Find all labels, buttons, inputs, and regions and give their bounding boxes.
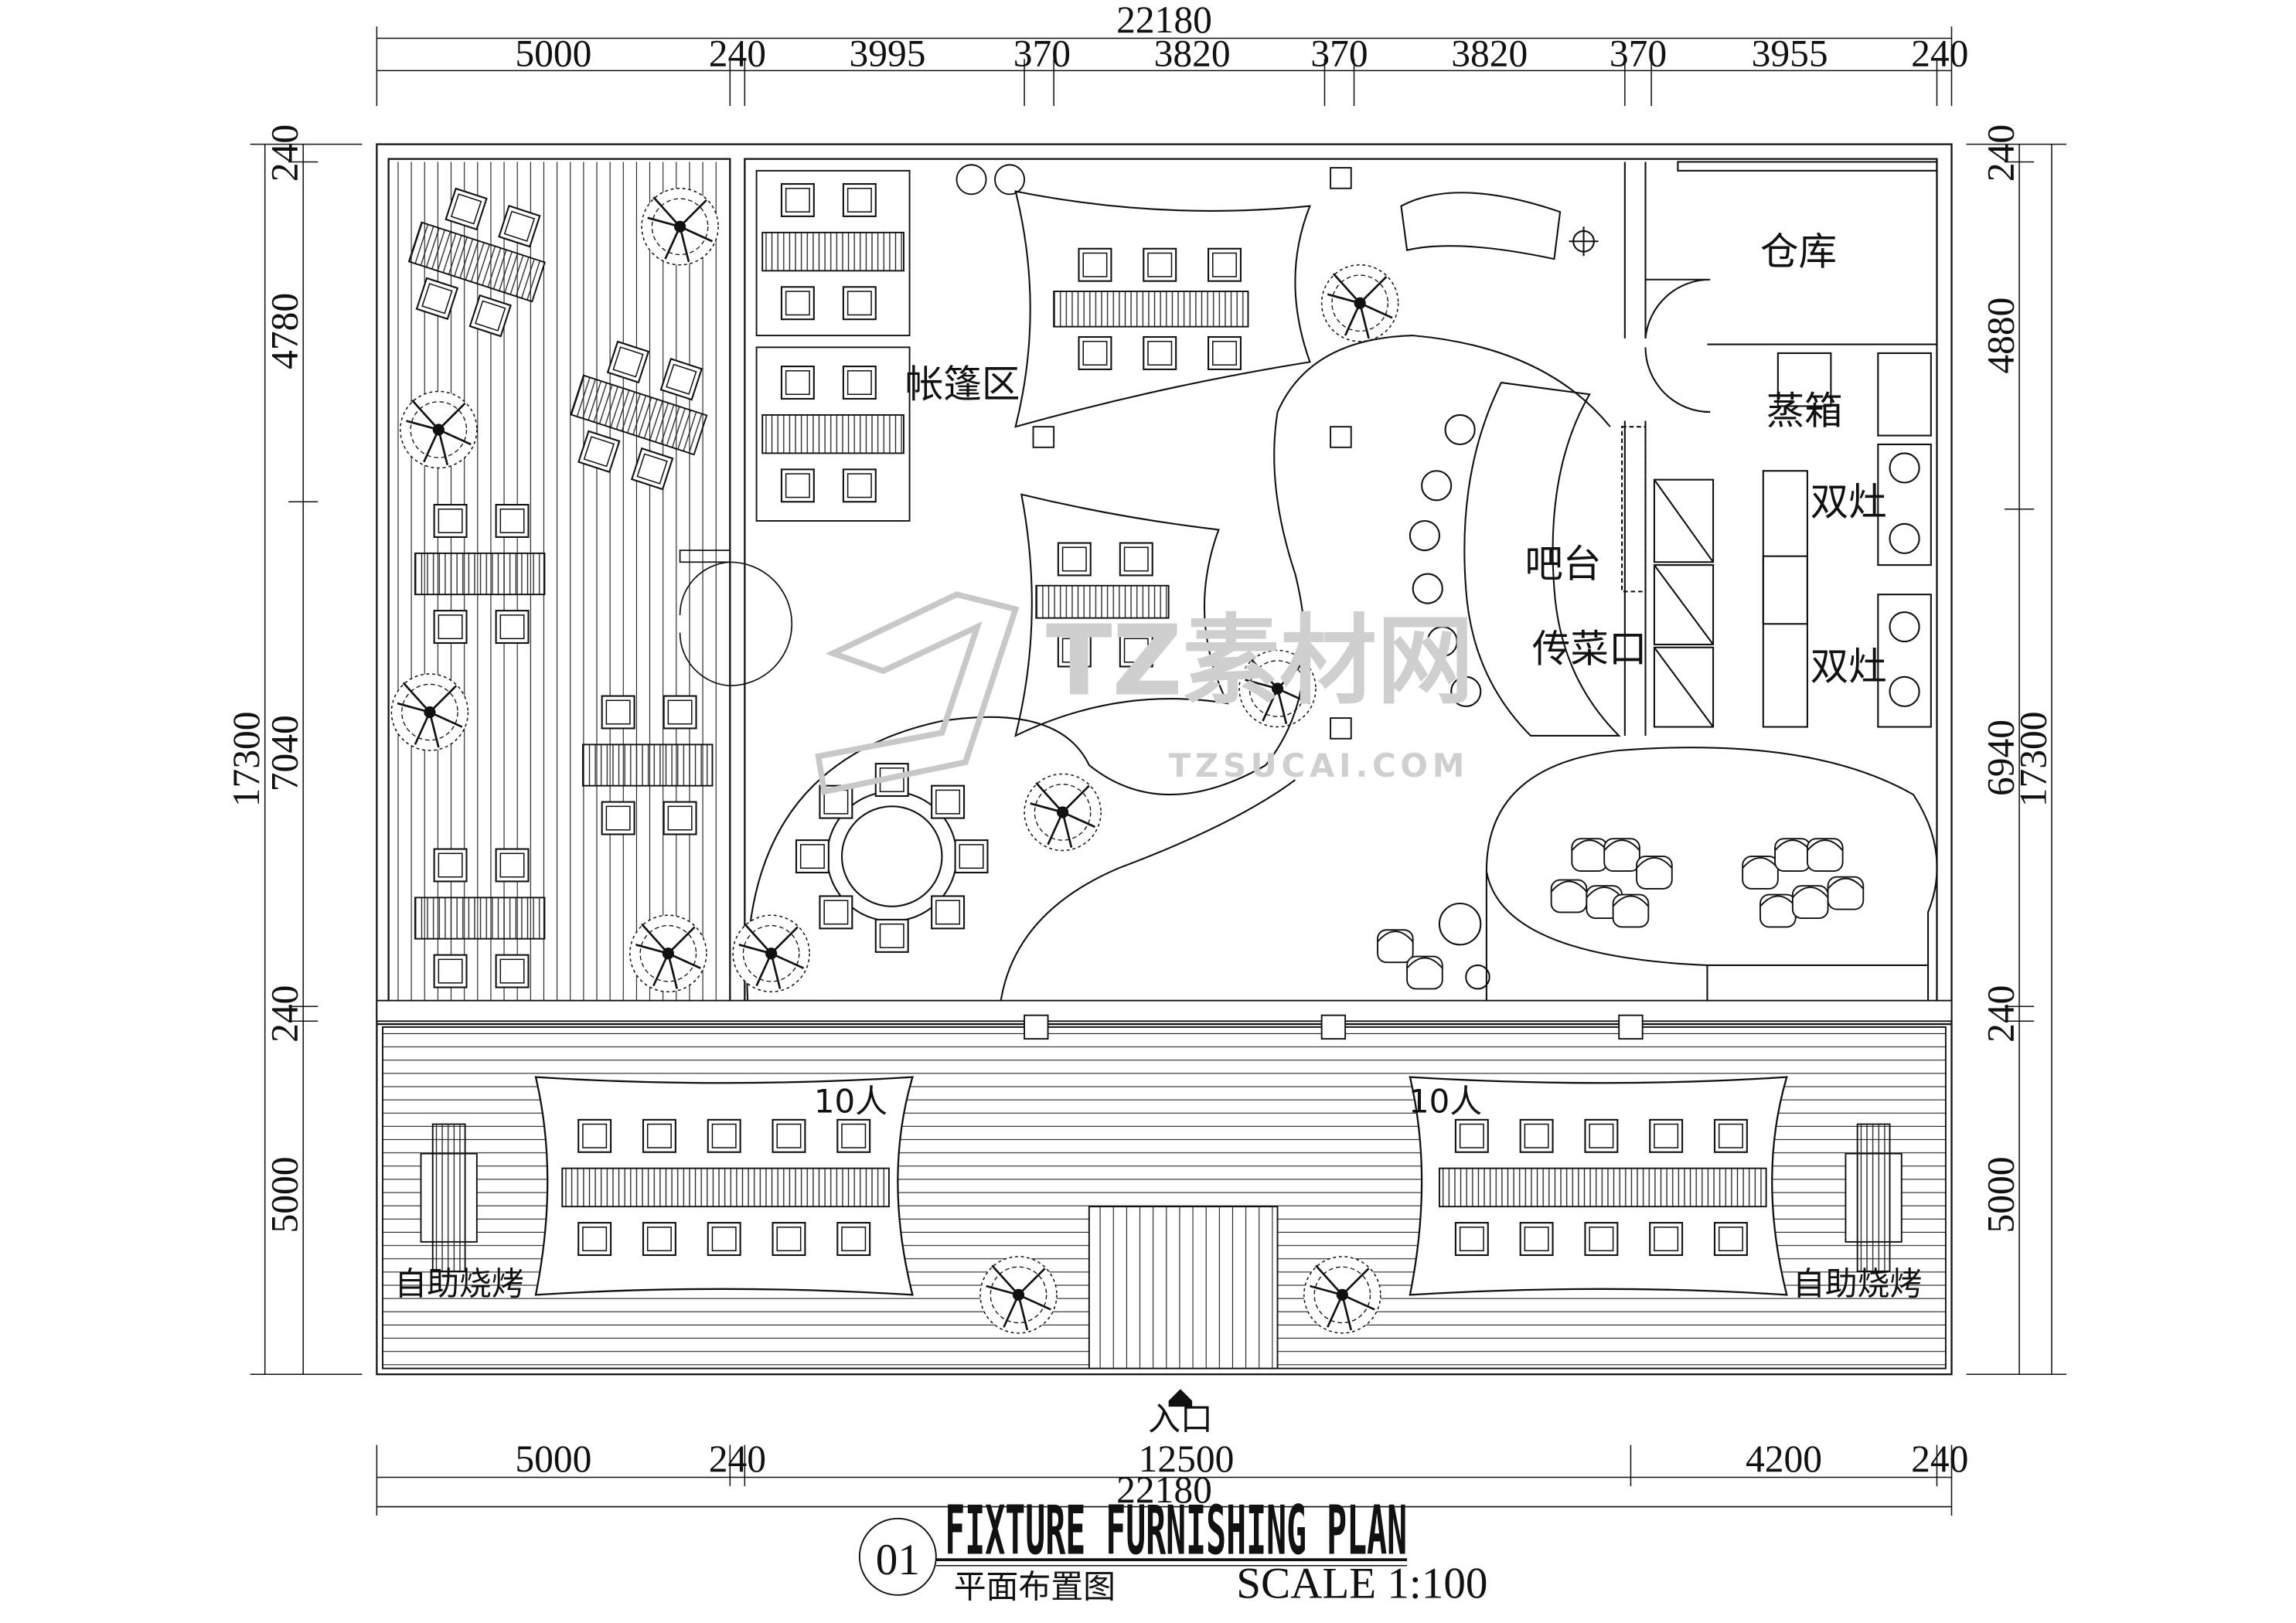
- drawing-subtitle: 平面布置图: [954, 1568, 1116, 1606]
- dim-top-seg: 3820: [1451, 32, 1528, 75]
- round-table-chairs: [731, 763, 1102, 993]
- dimension-left: [250, 143, 363, 1375]
- dimension-left-labels: 17300 240 4780 7040 240 5000: [225, 124, 306, 1233]
- dim-top-seg: 370: [1013, 32, 1071, 75]
- terrace-tent-right: [1303, 1076, 1903, 1335]
- lounge-area: [1438, 747, 1938, 1005]
- lounge-chairs: [1377, 838, 1865, 990]
- tent-area: [755, 164, 1399, 740]
- watermark-logo-icon: [815, 591, 1020, 795]
- dim-top-total: 22180: [1116, 0, 1212, 41]
- label-steam-box: 蒸箱: [1766, 388, 1843, 433]
- dim-right-seg: 240: [1979, 124, 2022, 182]
- dimension-right: [1966, 143, 2066, 1375]
- terrace-tent-left: [420, 1076, 1058, 1335]
- label-double-stove: 双灶: [1811, 479, 1887, 524]
- drawing-title: FIXTURE FURNISHING PLAN: [945, 1491, 1407, 1570]
- dim-right-seg: 240: [1979, 985, 2022, 1043]
- dim-top-seg: 3995: [850, 32, 926, 75]
- dim-top-seg: 240: [1911, 32, 1968, 75]
- dim-bottom-seg: 240: [1911, 1438, 1968, 1480]
- label-ten-people-left: 10人: [814, 1082, 887, 1120]
- dim-top-seg: 370: [1310, 32, 1368, 75]
- dim-bottom-seg: 5000: [515, 1438, 591, 1480]
- dim-top-seg: 3820: [1154, 32, 1231, 75]
- dim-left-seg: 240: [264, 124, 306, 182]
- dim-bottom-seg: 240: [709, 1438, 766, 1480]
- dim-bottom-seg: 12500: [1139, 1438, 1235, 1480]
- label-tent-area: 帐篷区: [905, 362, 1020, 407]
- dim-right-seg: 5000: [1979, 1156, 2022, 1233]
- label-pass-window: 传菜口: [1532, 627, 1647, 672]
- label-entrance: 入口: [1148, 1400, 1213, 1438]
- dim-right-seg: 6940: [1979, 720, 2022, 796]
- double-door: [679, 550, 793, 687]
- dim-top-seg: 370: [1610, 32, 1667, 75]
- label-ten-people-right: 10人: [1409, 1082, 1482, 1120]
- title-block: [858, 1517, 1408, 1596]
- label-bbq-right: 自助烧烤: [1793, 1264, 1923, 1302]
- dimension-top: [376, 26, 1953, 107]
- dim-bottom-seg: 4200: [1746, 1438, 1822, 1480]
- watermark-url: TZSUCAI.COM: [1169, 747, 1470, 784]
- left-deck-furniture: [390, 187, 720, 993]
- dim-left-seg: 4780: [264, 293, 306, 369]
- dim-left-seg: 7040: [264, 715, 306, 791]
- dim-left-seg: 5000: [264, 1156, 306, 1233]
- label-warehouse: 仓库: [1760, 230, 1837, 274]
- dim-top-seg: 5000: [515, 32, 591, 75]
- bar-counter: [1400, 192, 1621, 737]
- dimension-bottom: [376, 1444, 1953, 1516]
- watermark-main: TZ素材网: [1046, 604, 1474, 718]
- dim-left-total: 17300: [225, 712, 267, 808]
- title-number: 01: [876, 1536, 920, 1584]
- dimension-top-labels: 22180 5000 240 3995 370 3820 370 3820 37…: [515, 0, 1968, 75]
- dim-right-total: 17300: [2012, 712, 2054, 808]
- entrance-icon: [1168, 1389, 1193, 1407]
- dim-left-seg: 240: [264, 985, 306, 1043]
- label-bar: 吧台: [1524, 541, 1601, 586]
- dimension-bottom-labels: 5000 240 12500 4200 240 22180: [515, 1438, 1968, 1511]
- dim-bottom-total: 22180: [1116, 1468, 1212, 1511]
- dim-right-seg: 4880: [1979, 298, 2022, 374]
- dim-top-seg: 3955: [1752, 32, 1828, 75]
- dimension-right-labels: 240 4880 6940 240 5000 17300: [1979, 124, 2054, 1233]
- dim-top-seg: 240: [709, 32, 766, 75]
- label-bbq-left: 自助烧烤: [394, 1264, 524, 1302]
- kitchen: [1620, 161, 1938, 1013]
- label-double-stove: 双灶: [1811, 645, 1887, 689]
- drawing-scale: SCALE 1:100: [1236, 1560, 1487, 1608]
